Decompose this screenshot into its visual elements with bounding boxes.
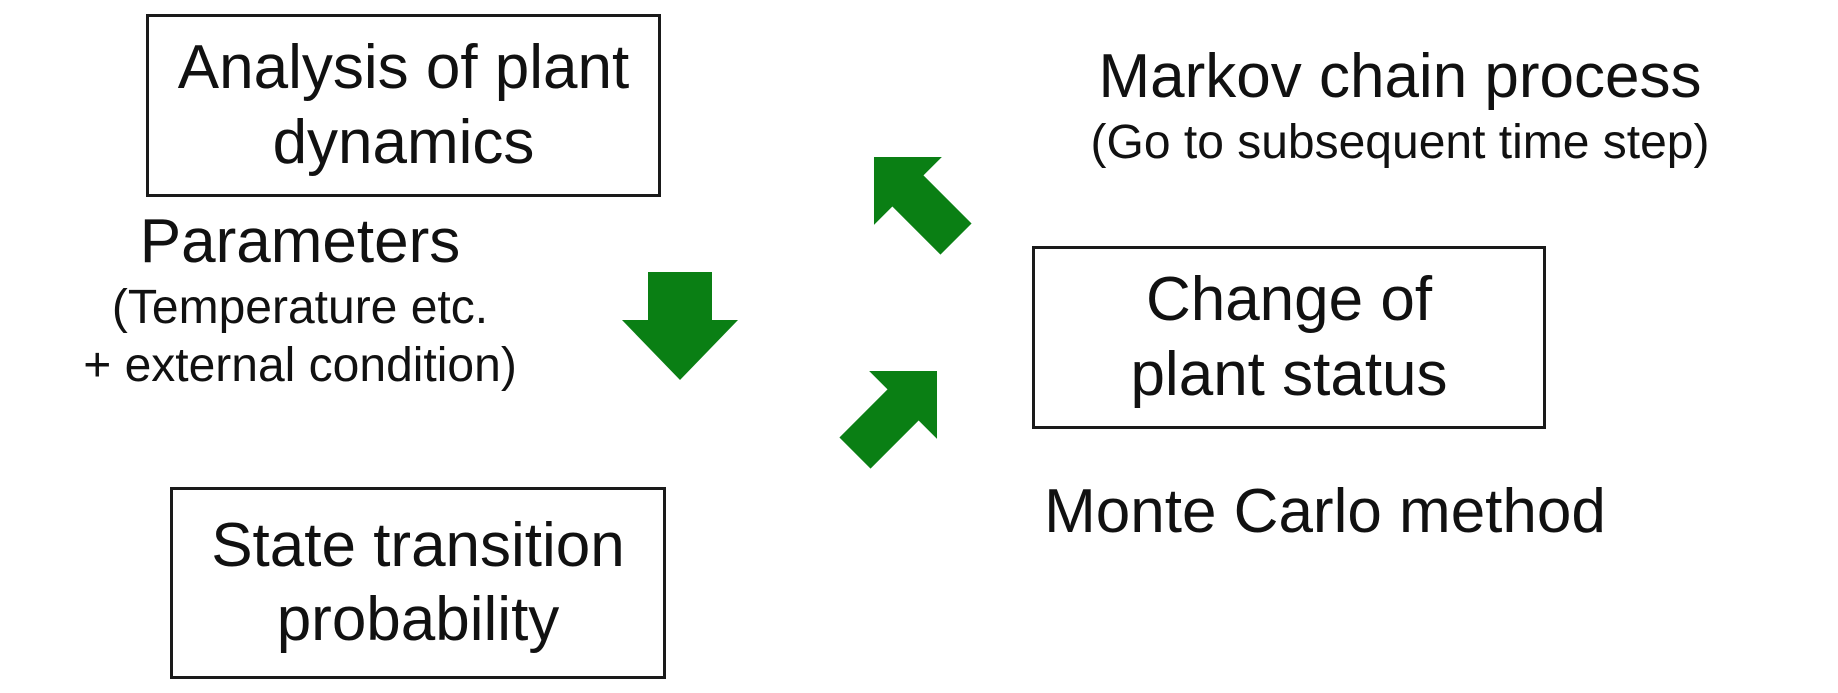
- analysis-box-line1: Analysis of plant: [177, 33, 630, 103]
- parameters-label: Parameters (Temperature etc. + external …: [0, 205, 600, 395]
- markov-chain-subtitle: (Go to subsequent time step): [1090, 116, 1710, 170]
- parameters-line1: (Temperature etc.: [111, 281, 489, 335]
- monte-carlo-label: Monte Carlo method: [1044, 477, 1606, 546]
- up-right-arrow-icon: [839, 370, 938, 469]
- up-left-arrow-icon: [873, 156, 972, 255]
- state-transition-line2: probability: [276, 585, 560, 654]
- down-arrow-shape: [622, 272, 738, 380]
- change-status-line1: Change of: [1145, 265, 1433, 335]
- analysis-of-plant-dynamics-box: Analysis of plant dynamics: [146, 14, 661, 197]
- parameters-title: Parameters: [139, 207, 461, 276]
- markov-chain-label: Markov chain process (Go to subsequent t…: [960, 40, 1838, 172]
- down-arrow-icon: [622, 272, 738, 380]
- parameters-line2: + external condition): [83, 338, 517, 392]
- state-transition-probability-box: State transition probability: [170, 487, 666, 679]
- up-left-arrow-shape: [873, 156, 972, 255]
- change-status-line2: plant status: [1130, 339, 1448, 409]
- up-right-arrow-shape: [839, 370, 938, 469]
- change-of-plant-status-box: Change of plant status: [1032, 246, 1546, 429]
- state-transition-line1: State transition: [211, 510, 625, 580]
- analysis-box-line2: dynamics: [272, 107, 535, 177]
- markov-chain-title: Markov chain process: [1098, 42, 1702, 111]
